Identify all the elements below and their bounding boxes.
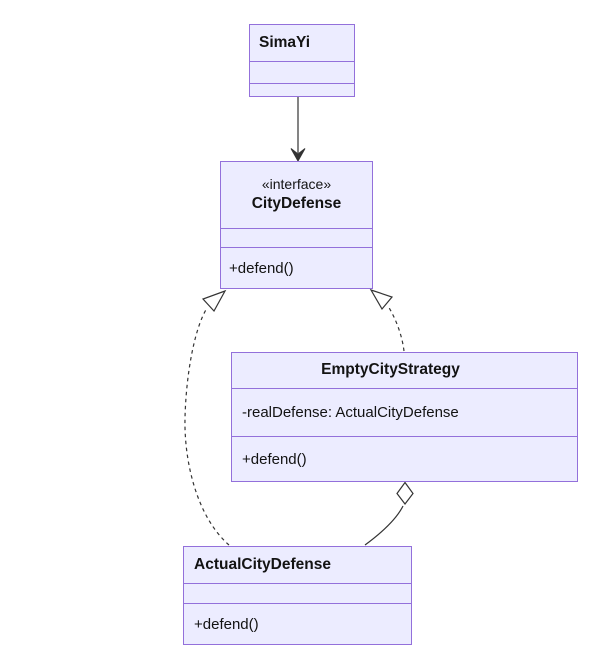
class-methods-actualcitydefense: +defend() bbox=[184, 603, 411, 644]
aggregation-diamond-icon bbox=[396, 481, 414, 505]
aggregation-edge-emptycitystrategy-actualcitydefense bbox=[364, 505, 404, 546]
class-node-emptycitystrategy: EmptyCityStrategy -realDefense: ActualCi… bbox=[231, 352, 578, 482]
attribute-label: -realDefense: ActualCityDefense bbox=[242, 404, 459, 421]
class-node-citydefense: «interface» CityDefense +defend() bbox=[220, 161, 373, 289]
class-name-label: CityDefense bbox=[251, 194, 342, 212]
class-name-label: ActualCityDefense bbox=[194, 555, 331, 573]
class-attributes-simayi bbox=[250, 61, 354, 83]
method-label: +defend() bbox=[229, 259, 294, 277]
method-label: +defend() bbox=[242, 450, 307, 468]
realization-triangle-right-icon bbox=[369, 288, 394, 311]
realization-edge-actualcitydefense-citydefense bbox=[184, 307, 230, 546]
class-title-actualcitydefense: ActualCityDefense bbox=[184, 547, 411, 583]
class-attributes-citydefense bbox=[221, 228, 372, 247]
class-methods-emptycitystrategy: +defend() bbox=[232, 436, 577, 481]
association-arrowhead-icon bbox=[290, 148, 306, 163]
class-title-simayi: SimaYi bbox=[250, 25, 354, 61]
class-title-citydefense: «interface» CityDefense bbox=[221, 162, 372, 228]
method-label: +defend() bbox=[194, 615, 259, 633]
realization-edge-emptycitystrategy-citydefense bbox=[387, 305, 405, 352]
class-methods-simayi bbox=[250, 83, 354, 96]
class-title-emptycitystrategy: EmptyCityStrategy bbox=[232, 353, 577, 388]
class-attributes-actualcitydefense bbox=[184, 583, 411, 603]
class-node-simayi: SimaYi bbox=[249, 24, 355, 97]
class-node-actualcitydefense: ActualCityDefense +defend() bbox=[183, 546, 412, 645]
class-name-label: EmptyCityStrategy bbox=[321, 361, 460, 379]
realization-triangle-left-icon bbox=[201, 289, 227, 313]
class-attributes-emptycitystrategy: -realDefense: ActualCityDefense bbox=[232, 388, 577, 436]
class-methods-citydefense: +defend() bbox=[221, 247, 372, 288]
class-name-label: SimaYi bbox=[259, 33, 311, 51]
interface-annotation: «interface» bbox=[261, 176, 332, 193]
